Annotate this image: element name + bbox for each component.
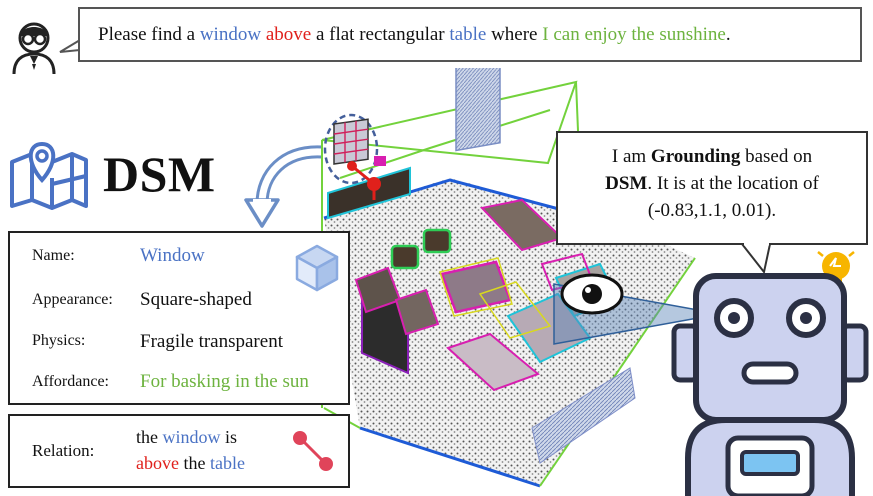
relation-text: the window is above the table	[136, 427, 245, 473]
physics-label: Physics:	[32, 332, 86, 349]
eye-icon	[553, 273, 721, 345]
query-text: Please find a window above a flat rectan…	[98, 24, 731, 45]
physics-value: Fragile transparent	[140, 331, 283, 352]
query-bubble: Please find a window above a flat rectan…	[78, 7, 862, 62]
relation-above: above	[136, 453, 179, 473]
dsm-title: DSM	[103, 146, 216, 202]
query-table: table	[449, 24, 487, 45]
info-card: Name: Window Appearance: Square-shaped P…	[8, 231, 350, 405]
relation-card: Relation: the window is above the table	[8, 414, 350, 488]
relation-table: table	[209, 453, 245, 473]
cube-icon	[295, 244, 339, 292]
user-icon	[12, 22, 56, 75]
robot-grounding: Grounding	[650, 146, 741, 167]
map-pin-icon	[10, 141, 88, 210]
robot-speech-bubble: I am Grounding based on DSM. It is at th…	[556, 131, 868, 245]
name-value: Window	[140, 245, 205, 266]
name-label: Name:	[32, 247, 75, 264]
window-grounding-marker	[323, 113, 386, 200]
robot-icon	[671, 273, 869, 496]
affordance-value: For basking in the sun	[140, 371, 309, 392]
appearance-label: Appearance:	[32, 291, 113, 308]
query-window: window	[199, 24, 262, 45]
query-above: above	[265, 24, 312, 45]
robot-bubble-tail	[740, 242, 772, 275]
relation-edge-icon	[293, 431, 333, 471]
relation-label: Relation:	[32, 441, 95, 460]
query-sunshine: I can enjoy the sunshine	[542, 24, 726, 45]
curved-arrow-icon	[244, 145, 323, 228]
affordance-label: Affordance:	[32, 373, 109, 390]
relation-window: window	[162, 427, 221, 447]
robot-dsm: DSM	[605, 173, 648, 194]
robot-coords: (-0.83,1.1, 0.01).	[647, 200, 777, 221]
appearance-value: Square-shaped	[140, 289, 252, 310]
